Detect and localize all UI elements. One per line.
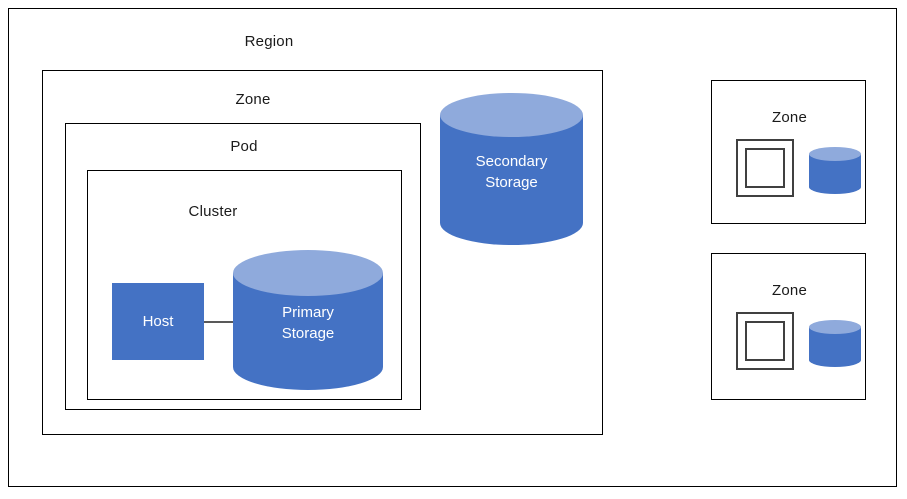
host-label: Host [142, 313, 174, 330]
side-zone-2-container: Zone [711, 253, 866, 400]
side-zone-2-label: Zone [772, 282, 807, 299]
secondary-storage-label-line2: Storage [485, 174, 538, 191]
side-zone-1-outer-square [736, 139, 794, 197]
host-to-primary-storage-connector [204, 321, 234, 323]
pod-container: Pod [65, 123, 421, 410]
zone-main-container: Zone [42, 70, 603, 435]
primary-storage-label-line2: Storage [281, 325, 335, 342]
side-zone-2-outer-square [736, 312, 794, 370]
primary-storage-label: Primary Storage [233, 302, 383, 344]
primary-storage-cylinder: Primary Storage [233, 250, 383, 390]
host-node: Host [112, 283, 204, 360]
zone-main-label: Zone [235, 91, 271, 108]
region-container: Region [8, 8, 897, 487]
cylinder-top-ellipse [440, 93, 583, 137]
side-zone-1-container: Zone [711, 80, 866, 224]
side-zone-1-storage-cylinder [809, 147, 861, 194]
secondary-storage-label-line1: Secondary [475, 153, 548, 170]
secondary-storage-label: Secondary Storage [440, 151, 583, 193]
side-zone-2-inner-square [745, 321, 785, 361]
cylinder-top-ellipse [233, 250, 383, 296]
primary-storage-label-line1: Primary [282, 304, 334, 321]
cluster-container: Cluster [87, 170, 402, 400]
pod-label: Pod [230, 138, 258, 155]
side-zone-1-inner-square [745, 148, 785, 188]
cylinder-top-ellipse [809, 320, 861, 334]
cylinder-top-ellipse [809, 147, 861, 161]
side-zone-2-storage-cylinder [809, 320, 861, 367]
cluster-label: Cluster [188, 203, 238, 220]
region-label: Region [244, 33, 294, 50]
side-zone-1-label: Zone [772, 109, 807, 126]
secondary-storage-cylinder: Secondary Storage [440, 93, 583, 245]
